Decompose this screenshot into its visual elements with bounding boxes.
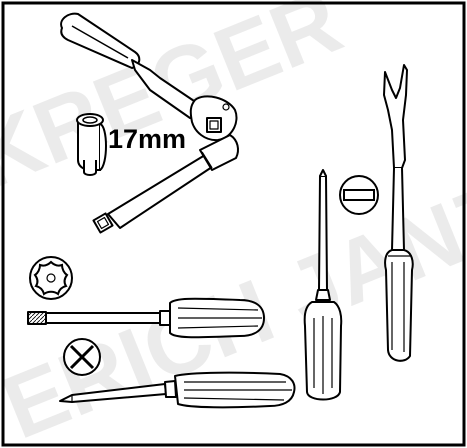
phillips-screwdriver-icon [59, 371, 296, 409]
torx-symbol-icon [29, 256, 73, 300]
extension-bar-icon [92, 134, 239, 234]
slot-symbol-icon [339, 175, 379, 215]
pry-bar-icon [383, 64, 414, 362]
ratchet-icon [60, 12, 238, 142]
socket-size-label: 17mm [108, 124, 186, 154]
flat-screwdriver-icon [303, 169, 343, 401]
cross-symbol-icon [63, 338, 101, 376]
socket-icon [76, 113, 107, 176]
torx-screwdriver-icon [27, 297, 265, 339]
